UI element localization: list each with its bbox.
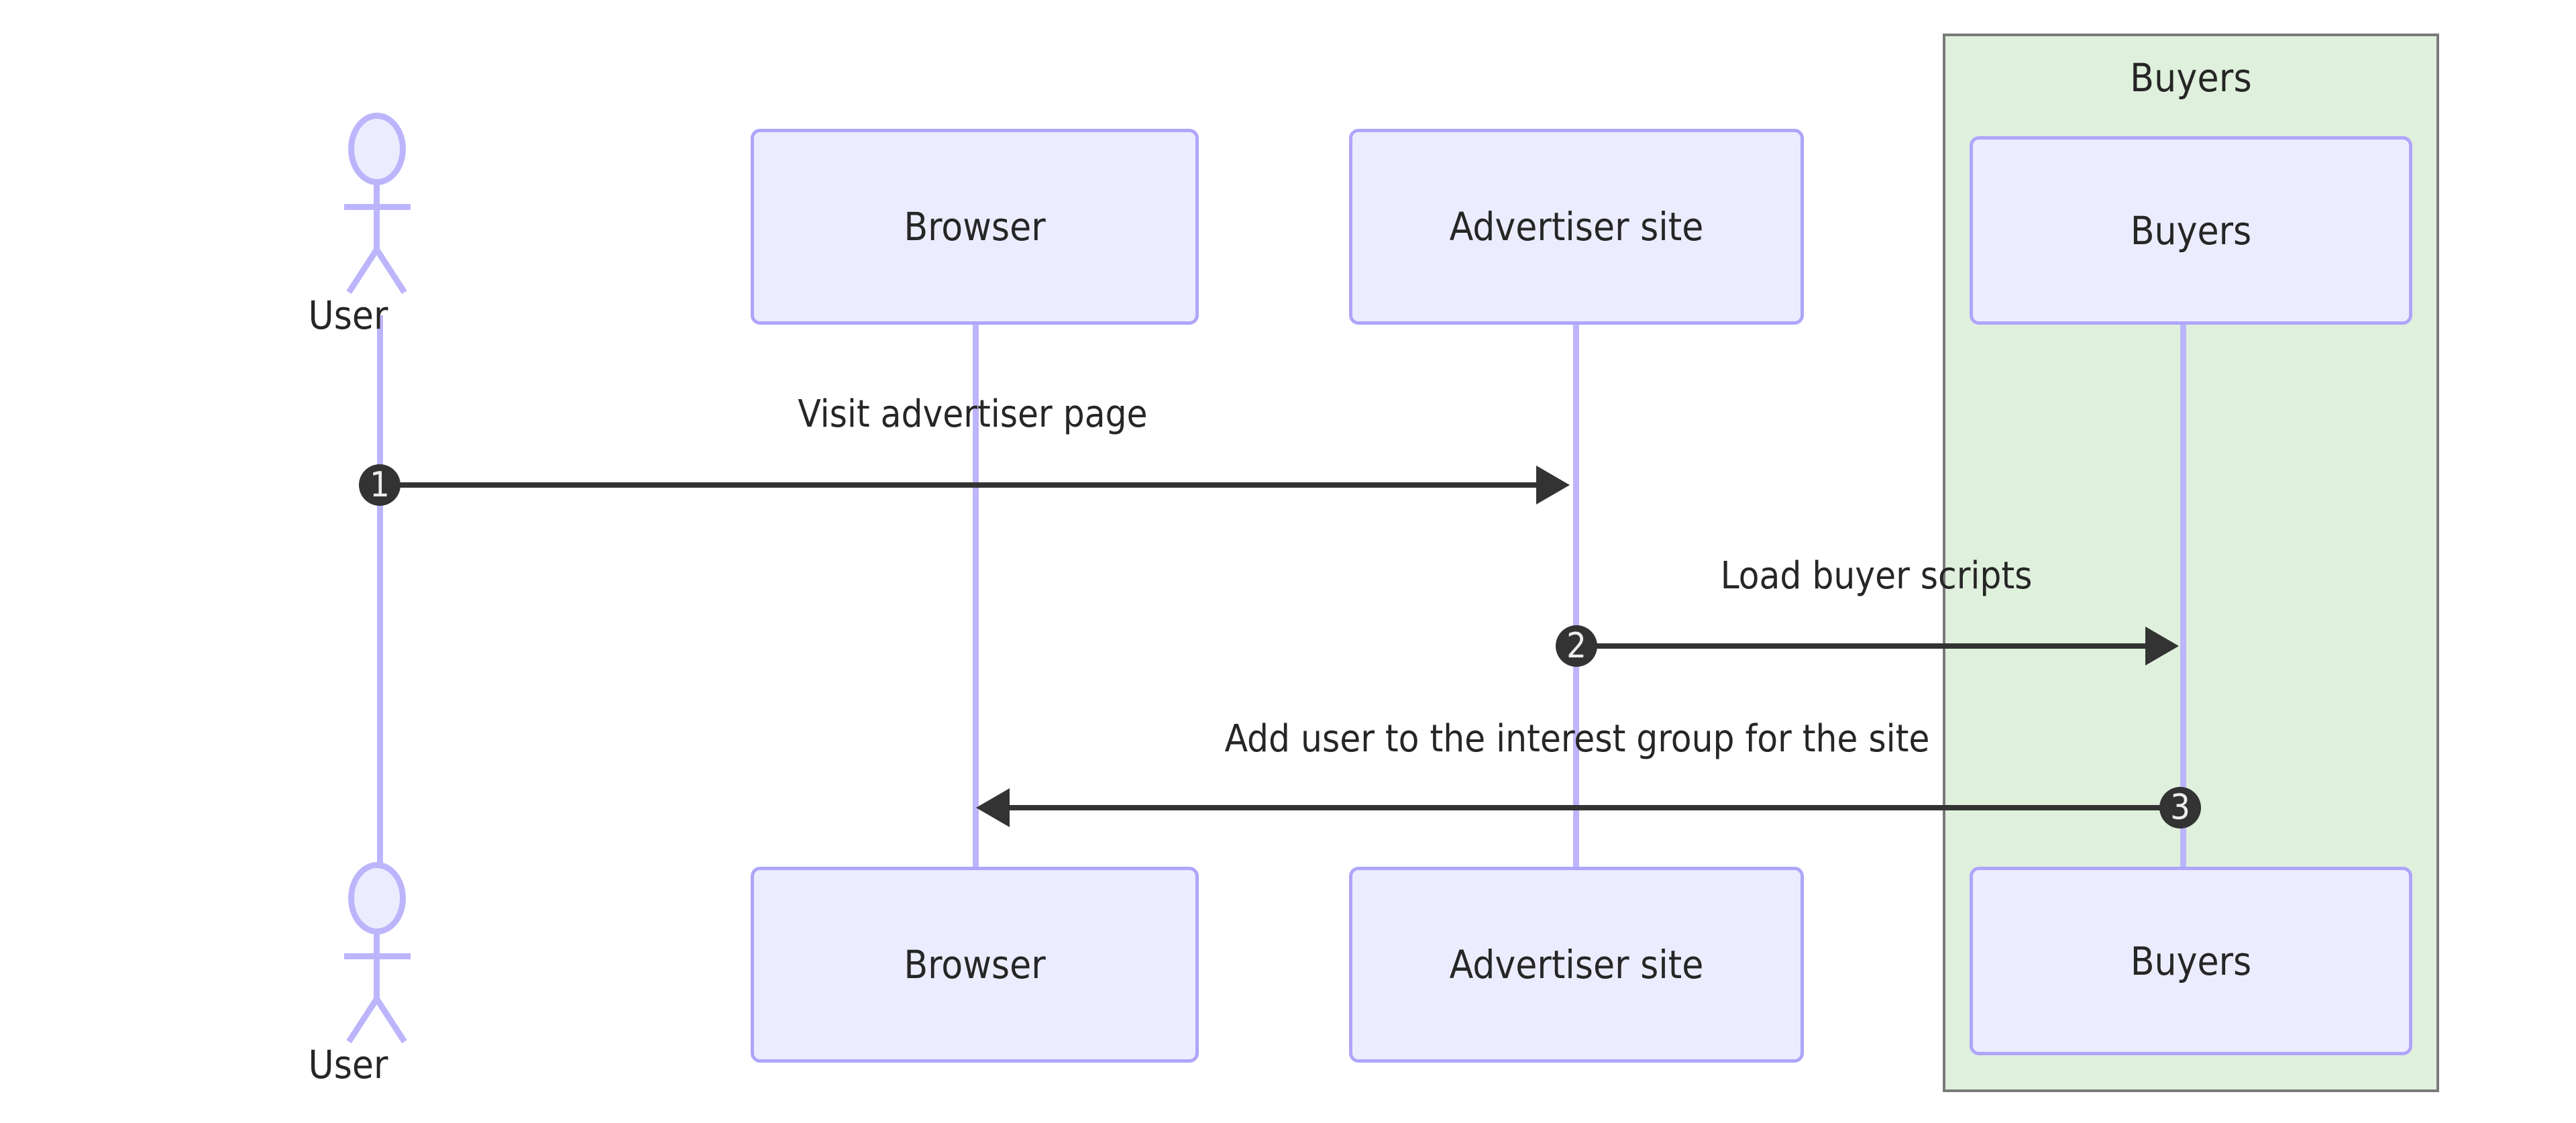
message-label-3: Add user to the interest group for the s… <box>1224 717 1930 761</box>
actor-leg-right-icon <box>374 997 407 1044</box>
participant-label-advertiser-site-bottom: Advertiser site <box>1449 942 1704 987</box>
participant-buyers-top[interactable]: Buyers <box>1970 136 2412 325</box>
message-arrowhead-2 <box>2145 627 2179 665</box>
lifeline-advertiser-site <box>1573 323 1579 886</box>
participant-label-buyers-bottom: Buyers <box>2130 938 2252 984</box>
message-line-1 <box>380 482 1536 488</box>
actor-arms-icon <box>344 953 411 959</box>
actor-leg-right-icon <box>374 248 407 295</box>
actor-body-icon <box>374 933 380 1003</box>
message-label-2: Load buyer scripts <box>1720 554 2033 598</box>
lifeline-buyers <box>2180 323 2186 886</box>
participant-browser-bottom[interactable]: Browser <box>751 867 1199 1063</box>
actor-leg-left-icon <box>346 248 380 295</box>
message-number-badge-1: 1 <box>359 464 400 506</box>
message-line-2 <box>1576 643 2147 649</box>
actor-label-user-top: User <box>308 292 388 338</box>
message-line-3 <box>1010 805 2180 810</box>
message-arrowhead-3 <box>976 788 1010 827</box>
actor-head-icon <box>348 113 406 185</box>
actor-body-icon <box>374 184 380 254</box>
message-arrowhead-1 <box>1536 466 1570 504</box>
lifeline-browser <box>973 323 979 886</box>
participant-advertiser-site-bottom[interactable]: Advertiser site <box>1349 867 1804 1063</box>
message-label-1: Visit advertiser page <box>798 392 1148 436</box>
participant-label-buyers-top: Buyers <box>2130 207 2252 254</box>
actor-head-icon <box>348 862 406 934</box>
lifeline-user <box>377 315 383 877</box>
message-number-badge-2: 2 <box>1556 625 1597 667</box>
participant-buyers-bottom[interactable]: Buyers <box>1970 867 2412 1055</box>
participant-label-browser-bottom: Browser <box>904 942 1046 987</box>
actor-label-user-bottom: User <box>308 1042 388 1087</box>
group-box-label: Buyers <box>2130 55 2252 101</box>
participant-browser-top[interactable]: Browser <box>751 129 1199 325</box>
participant-label-browser-top: Browser <box>904 204 1046 250</box>
participant-label-advertiser-site-top: Advertiser site <box>1449 204 1704 250</box>
actor-arms-icon <box>344 204 411 210</box>
participant-advertiser-site-top[interactable]: Advertiser site <box>1349 129 1804 325</box>
actor-leg-left-icon <box>346 997 380 1044</box>
message-number-badge-3: 3 <box>2159 787 2201 828</box>
